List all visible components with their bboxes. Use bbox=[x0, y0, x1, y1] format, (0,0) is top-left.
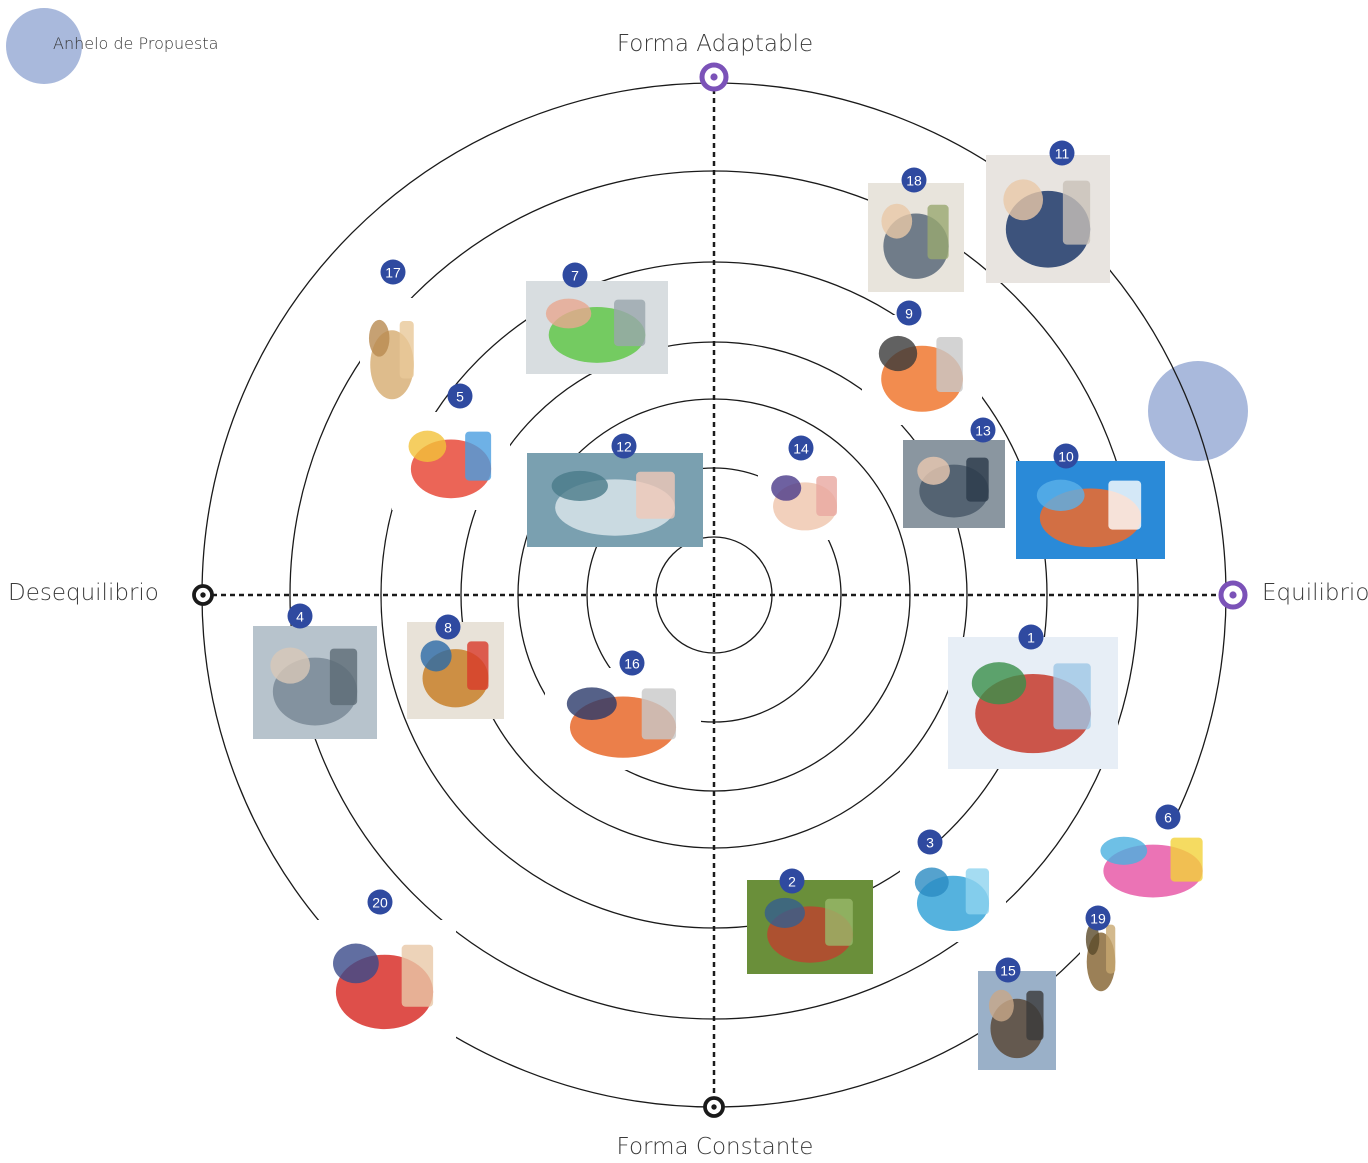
thumbnail-10: child with swim arm floats bbox=[1016, 461, 1165, 559]
badge-number: 6 bbox=[1164, 810, 1172, 826]
highlight-circle bbox=[1148, 361, 1248, 461]
item-badge-17: 17 bbox=[380, 259, 406, 285]
item-badge-6: 6 bbox=[1155, 804, 1181, 830]
badge-number: 18 bbox=[906, 173, 922, 189]
item-badge-10: 10 bbox=[1053, 443, 1079, 469]
thumbnail-16: rescue stretcher bbox=[545, 668, 701, 770]
badge-number: 19 bbox=[1090, 911, 1106, 927]
badge-number: 15 bbox=[1000, 963, 1016, 979]
badge-number: 12 bbox=[616, 439, 632, 455]
badge-number: 5 bbox=[456, 389, 464, 405]
item-badge-5: 5 bbox=[447, 383, 473, 409]
badge-number: 14 bbox=[793, 441, 809, 457]
thumbnail-17: wooden block tower bbox=[360, 298, 424, 413]
badge-number: 8 bbox=[444, 620, 452, 636]
axes bbox=[192, 62, 1248, 1118]
badge-number: 10 bbox=[1058, 449, 1074, 465]
axis-label-bottom: Forma Constante bbox=[616, 1134, 814, 1160]
thumbnail-5: rainbow stacking arches bbox=[392, 412, 510, 510]
item-badge-12: 12 bbox=[611, 433, 637, 459]
item-badge-20: 20 bbox=[367, 889, 393, 915]
axis-label-top: Forma Adaptable bbox=[616, 31, 814, 57]
badge-number: 1 bbox=[1027, 630, 1035, 646]
axis-marker-right bbox=[1218, 580, 1248, 610]
badge-number: 4 bbox=[296, 609, 304, 625]
item-badge-11: 11 bbox=[1049, 140, 1075, 166]
legend-label: Anhelo de Propuesta bbox=[53, 34, 219, 53]
item-badge-2: 2 bbox=[779, 868, 805, 894]
thumbnail-9: sneakers bbox=[862, 315, 982, 425]
item-badge-18: 18 bbox=[901, 167, 927, 193]
badge-number: 17 bbox=[385, 265, 401, 281]
thumbnail-7: hands on green balance ball bbox=[526, 281, 668, 374]
axis-marker-bottom bbox=[703, 1096, 725, 1118]
thumbnail-1: children with inflatable punching toy bbox=[948, 637, 1118, 769]
legend-swatch bbox=[6, 8, 82, 84]
thumbnail-11: woman with neck pillow bbox=[986, 155, 1110, 283]
badge-number: 20 bbox=[372, 895, 388, 911]
badge-number: 2 bbox=[788, 874, 796, 890]
item-badge-1: 1 bbox=[1018, 624, 1044, 650]
item-badge-7: 7 bbox=[562, 262, 588, 288]
item-badge-19: 19 bbox=[1085, 905, 1111, 931]
item-badge-15: 15 bbox=[995, 957, 1021, 983]
thumbnail-14: foot insoles bbox=[758, 460, 852, 540]
item-badge-9: 9 bbox=[896, 300, 922, 326]
thumbnail-20: child in red balance bowl bbox=[313, 920, 456, 1044]
badge-number: 11 bbox=[1055, 146, 1070, 162]
thumbnail-12: water walking balls bbox=[527, 453, 703, 547]
item-badge-8: 8 bbox=[435, 614, 461, 640]
thumbnail-18: person with long pillow bbox=[868, 183, 964, 292]
item-badge-4: 4 bbox=[287, 603, 313, 629]
item-badge-14: 14 bbox=[788, 435, 814, 461]
thumbnail-6: rainbow stacking rings bbox=[1080, 820, 1226, 908]
badge-number: 3 bbox=[926, 835, 934, 851]
item-badge-13: 13 bbox=[970, 417, 996, 443]
axis-marker-left bbox=[192, 584, 214, 606]
badge-number: 9 bbox=[905, 306, 913, 322]
item-badge-16: 16 bbox=[619, 650, 645, 676]
axis-label-right: Equilibrio bbox=[1262, 580, 1368, 606]
thumbnails: children with inflatable punching toy chi… bbox=[253, 155, 1226, 1070]
badge-number: 7 bbox=[571, 268, 579, 284]
thumbnail-3: blue rocking horse bbox=[900, 850, 1006, 942]
thumbnail-15: photographer with stabilizer bbox=[978, 971, 1056, 1070]
thumbnail-4: spinning top on hand bbox=[253, 626, 377, 739]
thumbnail-2: children on playground bbox=[747, 880, 873, 974]
badge-number: 16 bbox=[624, 656, 640, 672]
badge-number: 13 bbox=[975, 423, 991, 439]
thumbnail-8: wooden spinning top bbox=[407, 622, 504, 719]
axis-label-left: Desequilibrio bbox=[8, 580, 159, 606]
axis-marker-top bbox=[699, 62, 729, 92]
thumbnail-13: woman with travel pillow bbox=[903, 440, 1005, 528]
item-badge-3: 3 bbox=[917, 829, 943, 855]
